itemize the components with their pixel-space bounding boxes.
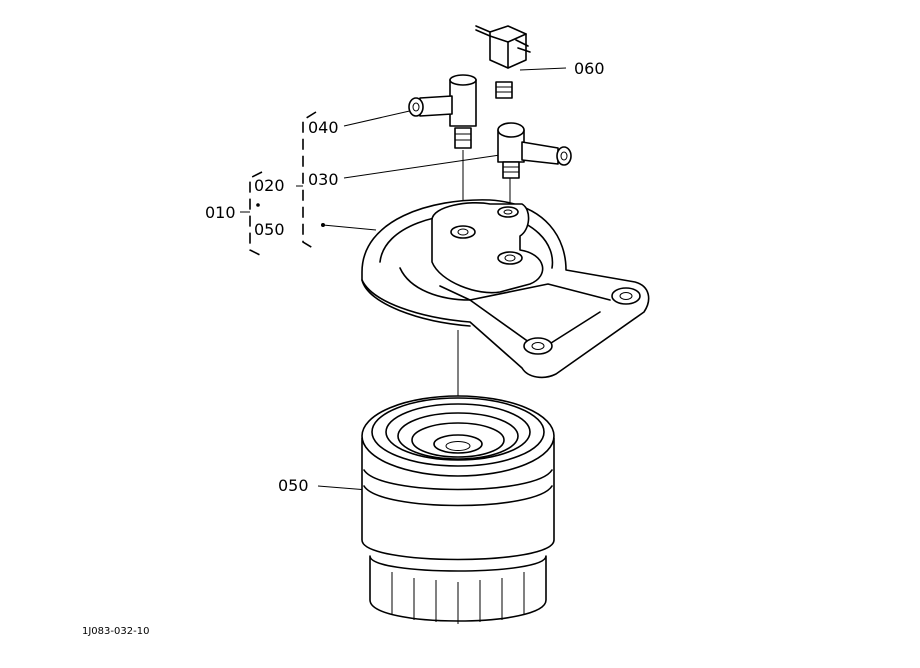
part-label-060: 060: [574, 59, 605, 78]
part-label-020: 020: [254, 176, 285, 195]
filter-head: [361, 199, 650, 379]
part-label-010: 010: [205, 203, 236, 222]
part-030-elbow: [497, 122, 572, 179]
bracket-parent: [296, 111, 317, 251]
part-label-050-filter: 050: [278, 476, 309, 495]
part-label-050-kit: 050: [254, 220, 285, 239]
part-040-elbow: [408, 74, 477, 149]
bracket-010: [240, 171, 263, 257]
part-050-filter: [361, 395, 555, 624]
part-label-040: 040: [308, 118, 339, 137]
figure-reference: 1J083-032-10: [82, 626, 150, 637]
part-060-connector: [475, 25, 531, 99]
part-label-030: 030: [308, 170, 339, 189]
leader-lines: [317, 67, 567, 491]
